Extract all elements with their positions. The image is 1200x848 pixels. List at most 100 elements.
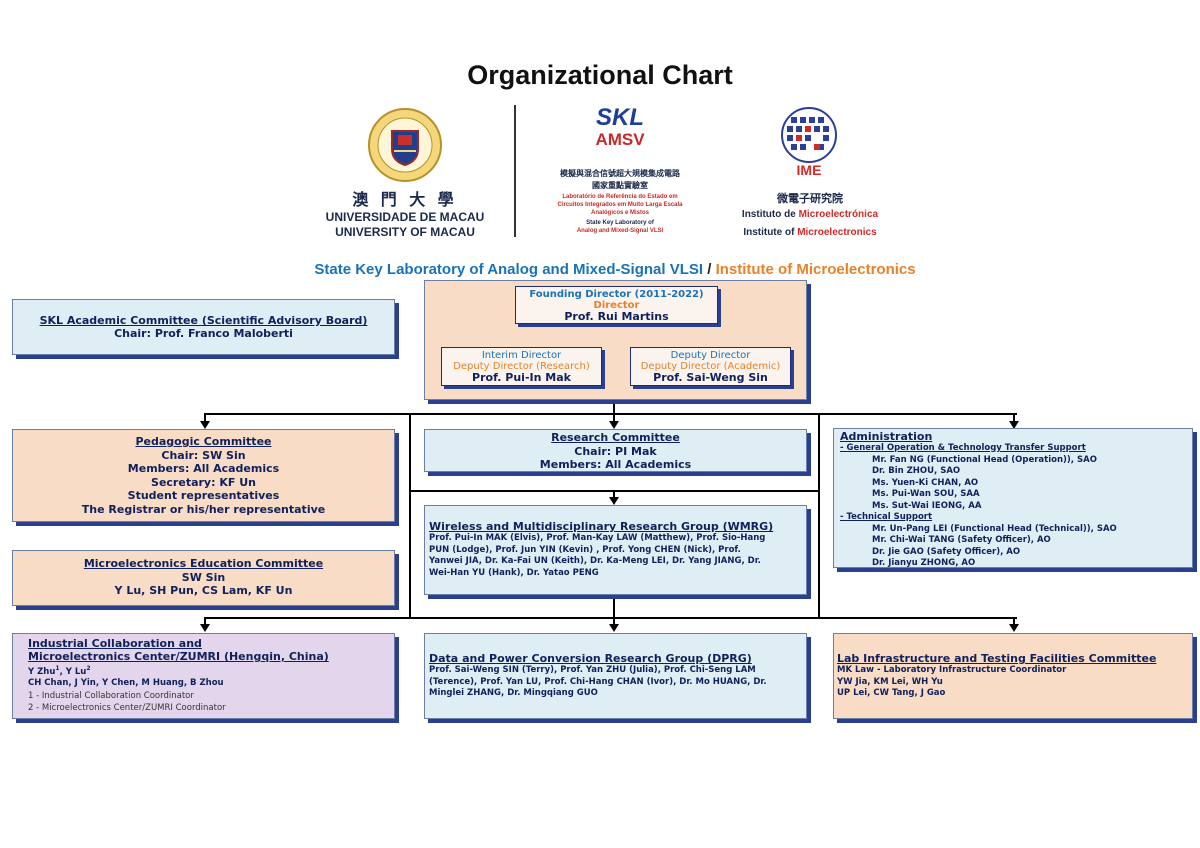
dprg-members: Prof. Sai-Weng SIN (Terry), Prof. Yan ZH… (429, 665, 756, 675)
micro-education-line: Y Lu, SH Pun, CS Lam, KF Un (114, 584, 293, 597)
lab-infra-line: YW Jia, KM Lei, WH Yu (837, 676, 943, 687)
pedagogic-line: Student representatives (127, 489, 280, 502)
admin-member: Dr. Bin ZHOU, SAO (872, 466, 961, 476)
wmrg-title: Wireless and Multidisciplinary Research … (429, 520, 774, 533)
arrow (609, 421, 619, 429)
subtitle-sep: / (703, 261, 716, 278)
connector (204, 617, 206, 625)
arrow (1009, 624, 1019, 632)
connector (818, 413, 820, 618)
founding-director-name: Prof. Rui Martins (564, 310, 669, 323)
pedagogic-line: Secretary: KF Un (151, 475, 256, 489)
arrow (609, 624, 619, 632)
ime-name-pt: Instituto de Microelectrónica (710, 209, 910, 220)
lab-infra-line: MK Law - Laboratory Infrastructure Coord… (837, 665, 1067, 675)
connector (204, 413, 206, 422)
industrial-note: 1 - Industrial Collaboration Coordinator (28, 690, 194, 701)
admin-member: Mr. Fan NG (Functional Head (Operation))… (872, 454, 1097, 465)
arrow (1009, 421, 1019, 429)
pedagogic-line: The Registrar or his/her representative (81, 502, 326, 516)
wmrg-members: Wei-Han YU (Hank), Dr. Yatao PENG (429, 567, 599, 578)
pedagogic-line: Chair: SW Sin (161, 448, 246, 462)
footnote-2: 2 (86, 665, 91, 672)
admin-member: Mr. Chi-Wai TANG (Safety Officer), AO (872, 535, 1051, 545)
deputy-director-label: Deputy Director (670, 350, 751, 361)
ime-pt-b: Microelectrónica (798, 209, 879, 220)
interim-director-name: Prof. Pui-In Mak (472, 371, 571, 384)
arrow (609, 497, 619, 505)
interim-director-label: Interim Director (481, 350, 562, 361)
connector (613, 413, 615, 422)
wmrg-members: Yanwei JIA, Dr. Ka-Fai UN (Keith), Dr. K… (429, 556, 761, 566)
skl-pt-3: Analógicos e Mistos (590, 210, 649, 216)
um-chinese: 澳 門 大 學 (352, 192, 458, 209)
skl-mark-amsv: AMSV (595, 130, 645, 149)
deputy-director-box: Deputy Director Deputy Director (Academi… (630, 347, 791, 386)
skl-mark: SKL (596, 104, 644, 131)
industrial-members: CH Chan, J Yin, Y Chen, M Huang, B Zhou (28, 678, 224, 689)
pedagogic-line: Members: All Academics (127, 462, 280, 475)
micro-education-title: Microelectronics Education Committee (83, 557, 324, 570)
skl-pt-1: Laboratório de Referência do Estado em (562, 194, 678, 200)
connector (613, 596, 615, 618)
skl-chinese-2: 國家重點實驗室 (592, 181, 648, 190)
connector (204, 617, 1017, 619)
industrial-note: 2 - Microelectronics Center/ZUMRI Coordi… (28, 702, 226, 713)
arrow (200, 624, 210, 632)
admin-section-operation: - General Operation & Technology Transfe… (840, 443, 1086, 453)
admin-member: Dr. Jianyu ZHONG, AO (872, 558, 976, 568)
admin-member: Ms. Yuen-Ki CHAN, AO (872, 477, 979, 488)
admin-member: Mr. Un-Pang LEI (Functional Head (Techni… (872, 523, 1117, 534)
deputy-director-name: Prof. Sai-Weng Sin (653, 371, 768, 384)
industrial-title-2: Microelectronics Center/ZUMRI (Hengqin, … (28, 650, 329, 663)
logo-divider (514, 105, 516, 237)
research-committee-line: Members: All Academics (539, 458, 692, 471)
research-committee-box: Research Committee Chair: PI Mak Members… (424, 429, 807, 472)
skl-pt-2: Circuitos Integrados em Muito Larga Esca… (557, 202, 683, 208)
director-panel: Founding Director (2011-2022) Director P… (424, 280, 807, 400)
arrow (200, 421, 210, 429)
research-committee-line: Chair: PI Mak (574, 444, 657, 458)
administration-box: Administration - General Operation & Tec… (833, 428, 1193, 568)
lab-infra-title: Lab Infrastructure and Testing Facilitie… (837, 652, 1157, 665)
micro-education-committee-box: Microelectronics Education Committee SW … (12, 550, 395, 606)
connector (1013, 413, 1015, 422)
lab-infra-line: UP Lei, CW Tang, J Gao (837, 688, 946, 698)
wmrg-members: Prof. Pui-In MAK (Elvis), Prof. Man-Kay … (429, 533, 766, 543)
deputy-director-research-label: Deputy Director (Research) (453, 361, 590, 372)
ime-name-en: Institute of Microelectronics (710, 227, 910, 238)
connector (204, 413, 1017, 415)
micro-education-line: SW Sin (181, 570, 226, 584)
deputy-director-academic-label: Deputy Director (Academic) (640, 361, 781, 372)
skl-en-2: Analog and Mixed-Signal VLSI (576, 228, 664, 234)
um-logo (360, 105, 450, 185)
administration-title: Administration (840, 430, 933, 443)
subtitle: State Key Laboratory of Analog and Mixed… (0, 261, 1200, 278)
lab-infrastructure-box: Lab Infrastructure and Testing Facilitie… (833, 633, 1193, 719)
um-name-pt: UNIVERSIDADE DE MACAU (325, 210, 485, 224)
ime-en-a: Institute of (743, 227, 798, 238)
wmrg-members: PUN (Lodge), Prof. Jun YIN (Kevin) , Pro… (429, 544, 741, 555)
ime-mark: IME (796, 162, 822, 178)
interim-director-box: Interim Director Deputy Director (Resear… (441, 347, 602, 386)
dprg-members: (Terence), Prof. Yan LU, Prof. Chi-Hang … (429, 676, 767, 687)
founding-director-label: Founding Director (2011-2022) (529, 289, 704, 300)
dprg-title: Data and Power Conversion Research Group… (429, 652, 752, 665)
subtitle-skl: State Key Laboratory of Analog and Mixed… (314, 261, 704, 278)
industrial-title-1: Industrial Collaboration and (28, 637, 202, 650)
skl-chinese: 模擬與混合信號超大規模集成電路 (560, 169, 680, 178)
ime-chinese: 微電子研究院 (777, 193, 843, 205)
admin-member: Ms. Sut-Wai IEONG, AA (872, 500, 982, 511)
skl-en-1: State Key Laboratory of (586, 220, 654, 226)
industrial-coord-1: Y Zhu (28, 666, 56, 677)
dprg-members: Minglei ZHANG, Dr. Mingqiang GUO (429, 688, 598, 698)
um-name-en: UNIVERSITY OF MACAU (335, 225, 475, 239)
admin-section-technical: - Technical Support (840, 512, 933, 522)
skl-academic-title: SKL Academic Committee (Scientific Advis… (39, 314, 368, 327)
skl-academic-committee-box: SKL Academic Committee (Scientific Advis… (12, 299, 395, 355)
connector (1013, 617, 1015, 625)
industrial-coord-2: , Y Lu (59, 666, 87, 677)
ime-grid-icon (781, 107, 837, 163)
admin-member: Dr. Jie GAO (Safety Officer), AO (872, 546, 1021, 557)
admin-member: Ms. Pui-Wan SOU, SAA (872, 489, 980, 499)
